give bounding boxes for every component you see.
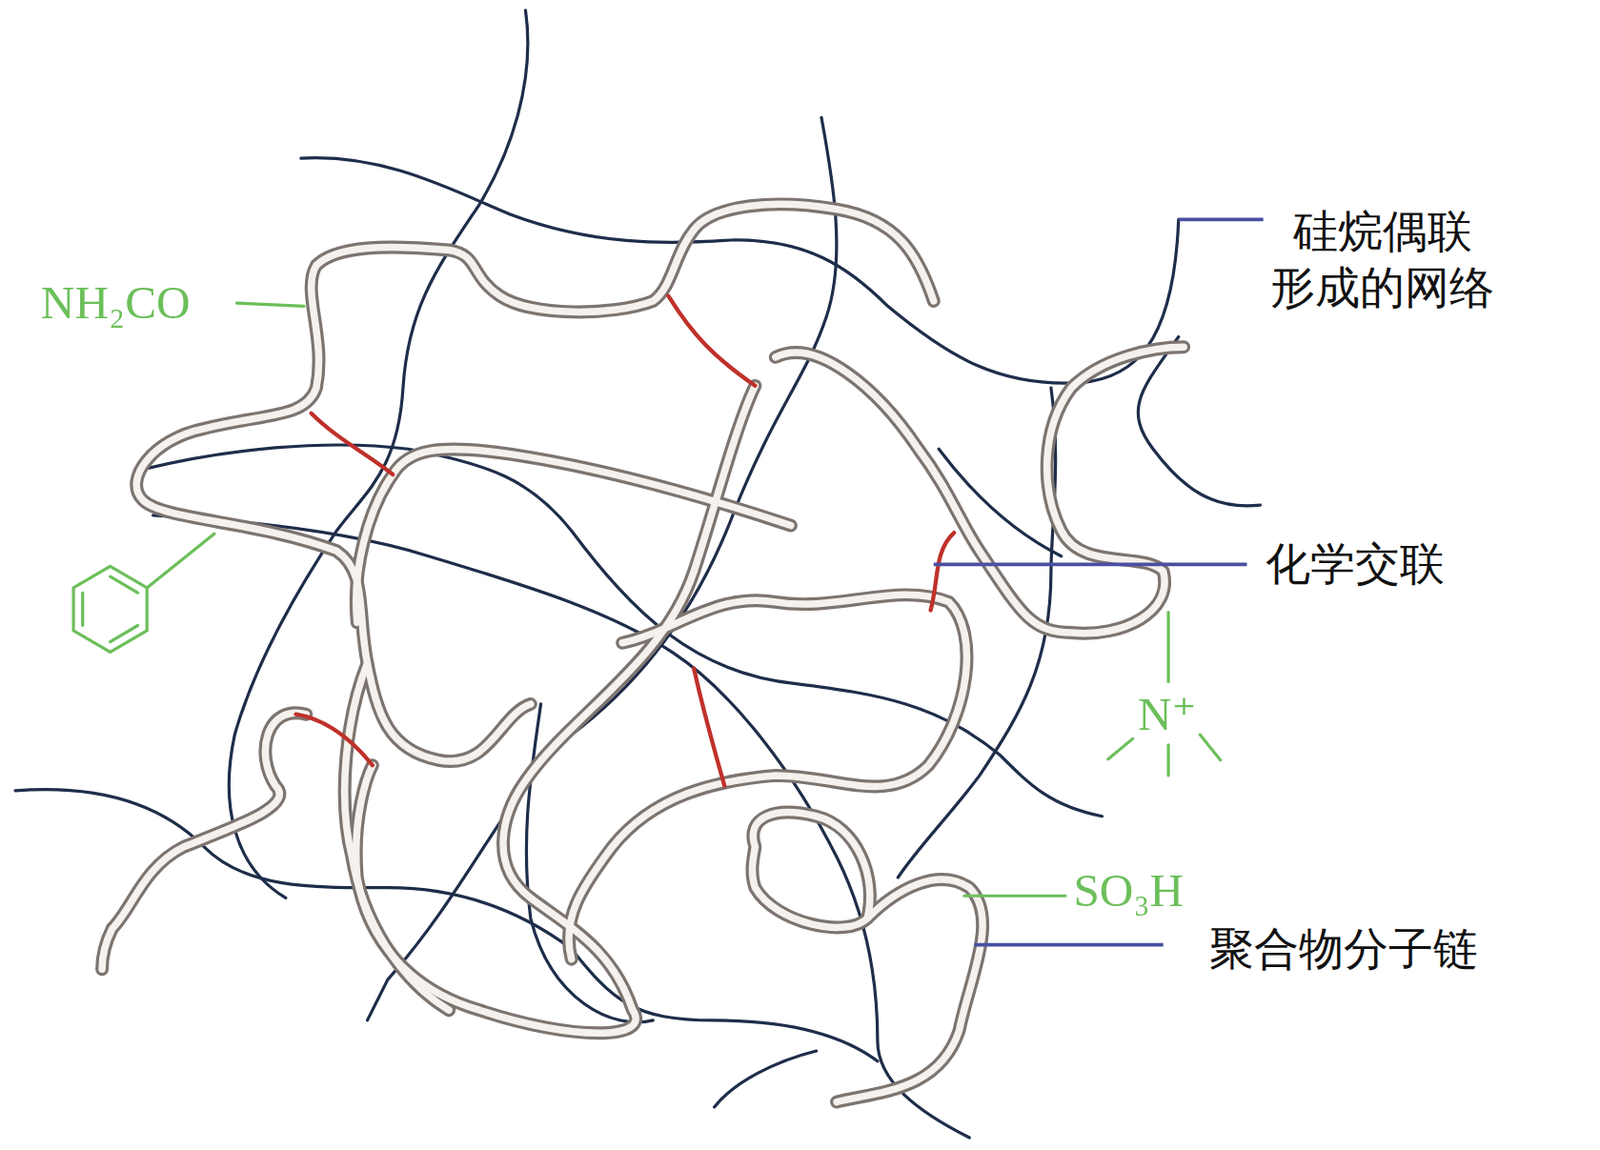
- polymer-chain-outline: [568, 594, 968, 959]
- polymer-chain-core: [751, 812, 870, 929]
- chemical-crosslink: [931, 532, 955, 610]
- polymer-chain-core: [344, 663, 449, 1011]
- polymer-chain-outline: [101, 712, 306, 970]
- callout-leader: [974, 943, 1164, 948]
- polymer-chain-outline: [356, 385, 756, 1033]
- callout-leader: [933, 562, 1248, 567]
- functional-group-label: SO₃H: [1073, 861, 1184, 921]
- functional-group-mark: [73, 303, 1221, 896]
- chemical-crosslink: [668, 296, 755, 386]
- chemical-crosslink: [693, 668, 725, 786]
- functional-group-mark: [1166, 612, 1170, 683]
- polymer-chain-outline: [344, 663, 449, 1011]
- functional-group-label: NH₂CO: [40, 273, 191, 333]
- callout-label: 化学交联: [1265, 536, 1445, 593]
- polymer-chain-core: [101, 203, 1184, 1102]
- polymer-chain-outline: [775, 346, 1184, 634]
- chemical-crosslink: [296, 714, 373, 767]
- polymer-chain-core: [568, 594, 968, 959]
- functional-group-label: N⁺: [1137, 685, 1197, 745]
- polymer-chain-core: [101, 712, 306, 970]
- silane-network: [301, 158, 1179, 385]
- polymer-chain-outline: [751, 812, 870, 929]
- chemical-crosslink: [296, 296, 955, 787]
- callout-label: 聚合物分子链: [1209, 920, 1479, 977]
- polymer-chain-core: [775, 346, 1184, 634]
- polymer-chain-core: [836, 879, 983, 1102]
- functional-group-mark: [82, 576, 139, 643]
- silane-network: [1137, 336, 1260, 506]
- polymer-chain-core: [356, 385, 756, 1033]
- functional-group-mark: [964, 894, 1066, 898]
- callout-leader: [1178, 217, 1264, 222]
- chemical-crosslink: [311, 413, 394, 475]
- polymer-chain-outline: [836, 879, 983, 1102]
- silane-network: [15, 789, 878, 1062]
- functional-group-mark: [73, 566, 147, 652]
- functional-group-mark: [146, 533, 215, 588]
- callout-label: 硅烷偶联 形成的网络: [1270, 203, 1495, 317]
- silane-network: [714, 1051, 817, 1108]
- functional-group-mark: [1108, 734, 1221, 776]
- polymer-chain-outline: [136, 203, 934, 762]
- functional-group-mark: [236, 303, 304, 306]
- polymer-chain-outline: [101, 203, 1184, 1102]
- callout-leader: [933, 219, 1264, 945]
- silane-network: [15, 10, 1260, 1138]
- polymer-chain-core: [136, 203, 934, 762]
